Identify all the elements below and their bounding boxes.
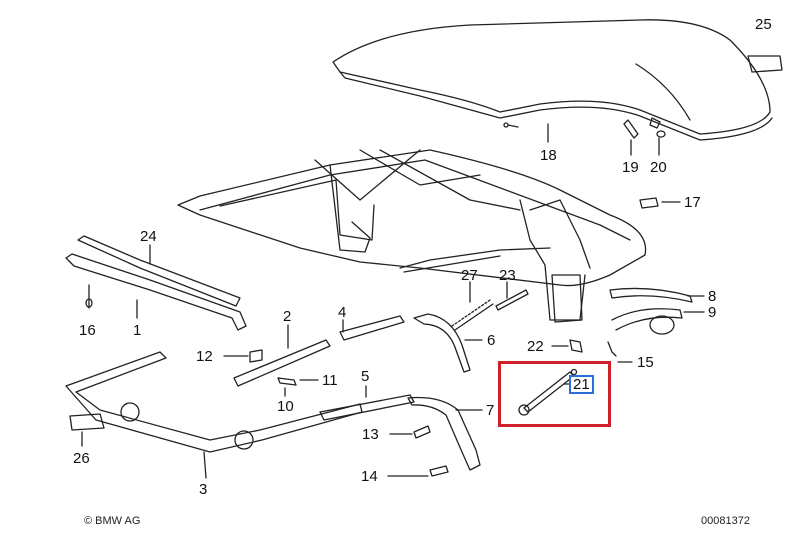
copyright-text: © BMW AG xyxy=(84,515,141,527)
seal-4-shape xyxy=(339,315,405,341)
hardtop-shape xyxy=(332,19,771,135)
part-label-21-highlighted[interactable]: 21 xyxy=(569,375,594,394)
pillar-seal-7-shape xyxy=(407,396,481,471)
part-label-12: 12 xyxy=(196,348,213,365)
part-label-3: 3 xyxy=(199,481,208,498)
seal-24-shape xyxy=(77,235,241,307)
seal-5-shape xyxy=(319,394,415,421)
part-label-15: 15 xyxy=(637,354,654,371)
part-label-18: 18 xyxy=(540,147,557,164)
part-label-1: 1 xyxy=(133,322,142,339)
part-label-16: 16 xyxy=(79,322,96,339)
part-label-22: 22 xyxy=(527,338,544,355)
part-label-9: 9 xyxy=(708,304,717,321)
part-label-19: 19 xyxy=(622,159,639,176)
part-label-27: 27 xyxy=(461,267,478,284)
pad-26-shape xyxy=(69,413,105,431)
pad-25-shape xyxy=(747,55,783,73)
part-label-11: 11 xyxy=(322,372,338,389)
part-label-14: 14 xyxy=(361,468,378,485)
part-label-5: 5 xyxy=(361,368,370,385)
part-label-6: 6 xyxy=(487,332,496,349)
part-label-13: 13 xyxy=(362,426,379,443)
document-number: 00081372 xyxy=(701,515,750,527)
part-label-2: 2 xyxy=(283,308,292,325)
part-label-24: 24 xyxy=(140,228,157,245)
part-label-10: 10 xyxy=(277,398,294,415)
selection-box-part-21[interactable] xyxy=(498,361,611,427)
part-label-23: 23 xyxy=(499,267,516,284)
seal-2-shape xyxy=(233,339,331,387)
top-frame-shape xyxy=(177,149,647,287)
part-label-25: 25 xyxy=(755,16,772,33)
part-label-8: 8 xyxy=(708,288,717,305)
part-label-20: 20 xyxy=(650,159,667,176)
part-label-17: 17 xyxy=(684,194,701,211)
part-label-26: 26 xyxy=(73,450,90,467)
part-label-4: 4 xyxy=(338,304,347,321)
part-label-7: 7 xyxy=(486,402,495,419)
frame-3-shape xyxy=(65,351,363,453)
seal-6-shape xyxy=(413,313,471,373)
